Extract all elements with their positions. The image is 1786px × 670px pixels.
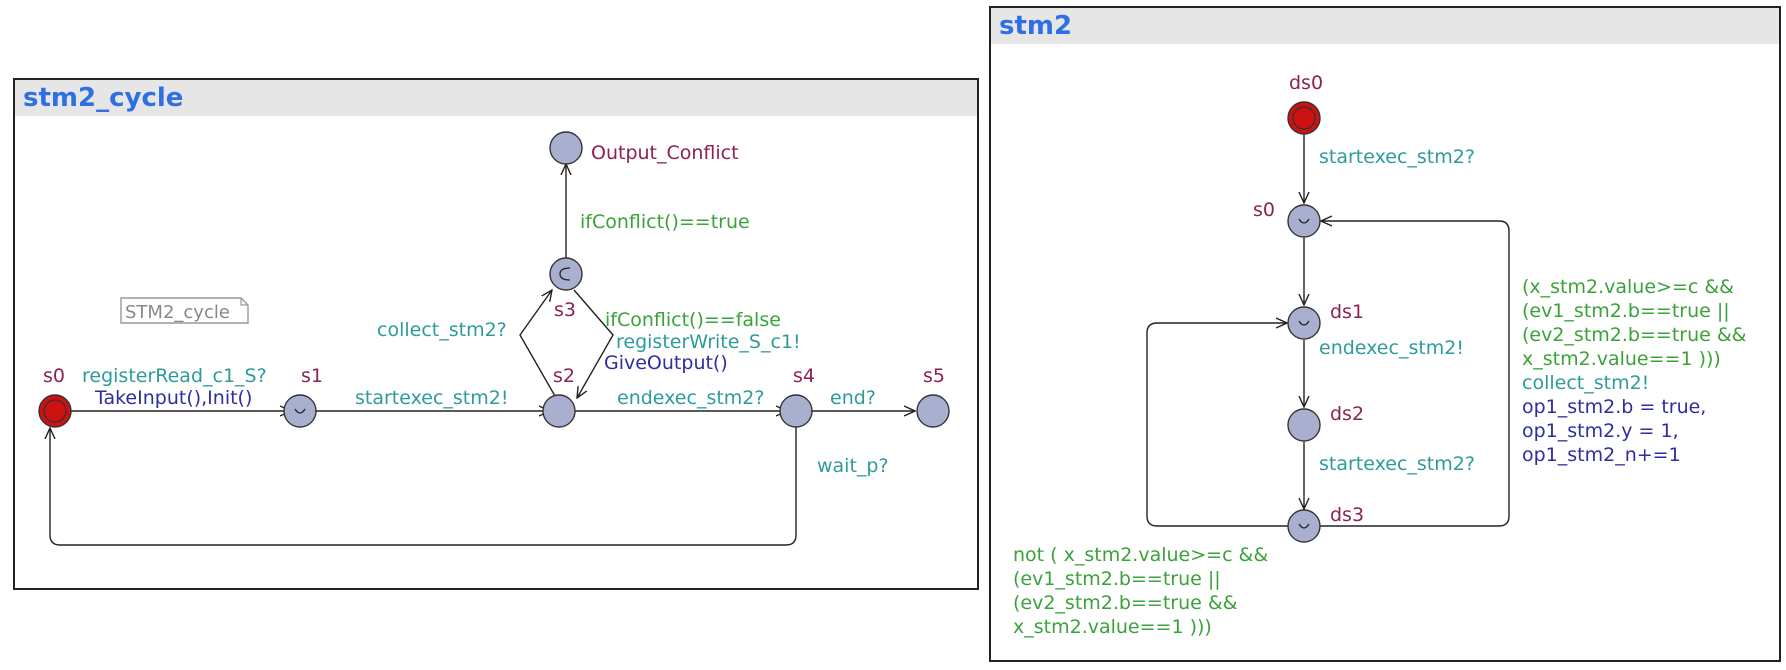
label-s5: s5 — [923, 365, 945, 387]
sync-s4-s5: end? — [830, 387, 876, 409]
location-s2[interactable] — [542, 394, 576, 428]
note-stm2-cycle[interactable]: STM2_cycle — [120, 297, 249, 324]
stm2-panel: stm2 ds0 — [989, 6, 1781, 662]
update-ds3-s0: op1_stm2.b = true, op1_stm2.y = 1, op1_s… — [1522, 396, 1706, 466]
edge-s2-s3[interactable] — [519, 290, 560, 404]
update-s3-s2: GiveOutput() — [604, 352, 728, 374]
stm2-cycle-title: stm2_cycle — [15, 80, 977, 116]
label-ds1: ds1 — [1330, 301, 1364, 323]
label-ds0: ds0 — [1289, 72, 1323, 94]
stm2-cycle-diagram: STM2_cycle s0 s1 s2 s3 s4 s5 Output_Conf… — [38, 131, 950, 546]
svg-text:op1_stm2.b = true,: op1_stm2.b = true, — [1522, 396, 1706, 418]
guard-s3-s2: ifConflict()==false — [605, 309, 781, 331]
svg-text:(ev1_stm2.b==true ||: (ev1_stm2.b==true || — [1522, 300, 1730, 322]
sync-s2-s4: endexec_stm2? — [617, 387, 764, 409]
svg-text:(ev2_stm2.b==true &&: (ev2_stm2.b==true && — [1013, 592, 1238, 614]
svg-text:(ev1_stm2.b==true ||: (ev1_stm2.b==true || — [1013, 568, 1221, 590]
edge-s3-s2[interactable] — [573, 289, 614, 398]
label-s4: s4 — [793, 365, 815, 387]
location-ds1[interactable] — [1287, 306, 1321, 340]
guard-s3-output-conflict: ifConflict()==true — [580, 211, 750, 233]
edge-ds3-s0[interactable] — [1320, 221, 1510, 527]
location-ds3[interactable] — [1287, 509, 1321, 543]
svg-text:(ev2_stm2.b==true &&: (ev2_stm2.b==true && — [1522, 324, 1747, 346]
sync-s3-s2: registerWrite_S_c1! — [616, 331, 801, 353]
svg-text:op1_stm2.y = 1,: op1_stm2.y = 1, — [1522, 420, 1679, 442]
stm2-cycle-panel: stm2_cycle — [13, 78, 979, 590]
label-s3: s3 — [554, 299, 576, 321]
label-s0: s0 — [43, 365, 65, 387]
svg-text:x_stm2.value==1 ))): x_stm2.value==1 ))) — [1522, 348, 1721, 370]
location-output-conflict[interactable] — [549, 131, 583, 165]
svg-text:(x_stm2.value>=c &&: (x_stm2.value>=c && — [1522, 276, 1734, 298]
location-s0[interactable] — [38, 394, 72, 428]
edge-s4-s0[interactable] — [50, 420, 797, 546]
label-s2: s2 — [553, 365, 575, 387]
sync-s1-s2: startexec_stm2! — [355, 387, 508, 409]
label-stm2-s0: s0 — [1253, 199, 1275, 221]
guard-ds3-s0: (x_stm2.value>=c && (ev1_stm2.b==true ||… — [1522, 276, 1747, 370]
note-text: STM2_cycle — [125, 302, 230, 323]
svg-text:not ( x_stm2.value>=c &&: not ( x_stm2.value>=c && — [1013, 544, 1268, 566]
location-s1[interactable] — [283, 394, 317, 428]
sync-ds3-s0: collect_stm2! — [1522, 372, 1649, 394]
stm2-diagram: ds0 s0 ds1 ds2 ds3 startexec_stm2? endex… — [1013, 72, 1747, 638]
label-ds3: ds3 — [1330, 504, 1364, 526]
sync-ds0-s0: startexec_stm2? — [1319, 146, 1475, 168]
sync-s0-s1: registerRead_c1_S? — [82, 365, 267, 387]
label-s1: s1 — [301, 365, 323, 387]
location-s4[interactable] — [779, 394, 813, 428]
sync-ds1-ds2: endexec_stm2! — [1319, 337, 1464, 359]
location-stm2-s0[interactable] — [1287, 204, 1321, 238]
svg-text:op1_stm2_n+=1: op1_stm2_n+=1 — [1522, 444, 1681, 466]
location-ds2[interactable] — [1287, 408, 1321, 442]
svg-text:x_stm2.value==1 ))): x_stm2.value==1 ))) — [1013, 616, 1212, 638]
sync-s2-s3: collect_stm2? — [377, 319, 507, 341]
edge-ds3-ds1[interactable] — [1146, 323, 1288, 527]
location-s3[interactable] — [549, 257, 583, 291]
sync-ds2-ds3: startexec_stm2? — [1319, 453, 1475, 475]
sync-s4-s0: wait_p? — [817, 455, 889, 477]
label-ds2: ds2 — [1330, 403, 1364, 425]
stm2-title: stm2 — [991, 8, 1779, 44]
location-s5[interactable] — [916, 394, 950, 428]
label-output-conflict: Output_Conflict — [591, 142, 739, 164]
guard-ds3-ds1: not ( x_stm2.value>=c && (ev1_stm2.b==tr… — [1013, 544, 1268, 638]
update-s0-s1: TakeInput(),Init() — [94, 387, 252, 409]
location-ds0[interactable] — [1287, 101, 1321, 135]
